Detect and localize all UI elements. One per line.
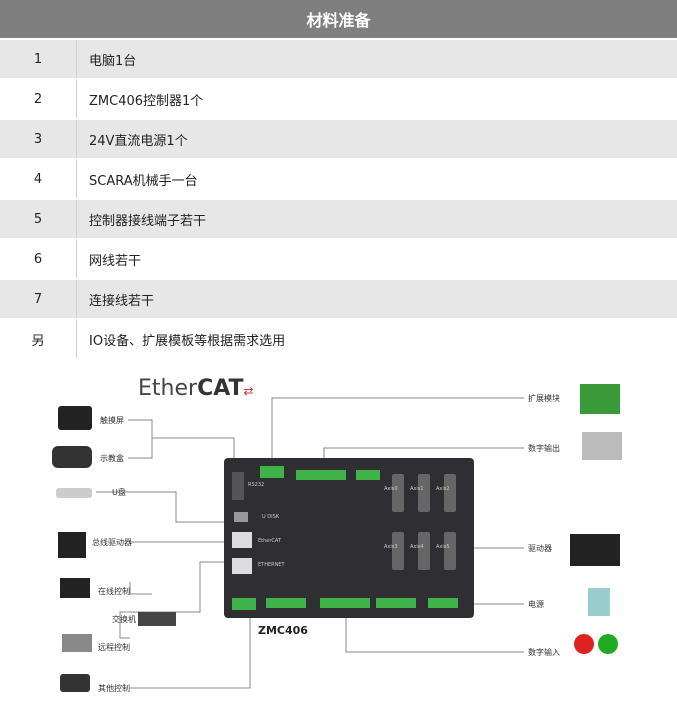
row-item: 连接线若干 bbox=[89, 293, 155, 309]
row-number: 6 bbox=[0, 240, 77, 278]
ethercat-logo: EtherCAT⇄ bbox=[138, 376, 254, 401]
row-number: 1 bbox=[0, 40, 77, 78]
label-switch: 交换机 bbox=[112, 615, 136, 624]
label-touch: 触摸屏 bbox=[100, 416, 124, 425]
wiring-diagram: EtherCAT⇄ bbox=[0, 362, 677, 708]
port-ethercat: EtherCAT bbox=[258, 538, 281, 544]
port-udisk: U DISK bbox=[262, 514, 280, 520]
port-axis2: Axis2 bbox=[436, 486, 450, 492]
model-label: ZMC406 bbox=[258, 624, 308, 637]
port-axis0: Axis0 bbox=[384, 486, 398, 492]
label-drive: 驱动器 bbox=[528, 544, 552, 553]
table-row: 4 SCARA机械手一台 bbox=[0, 160, 677, 200]
label-other: 其他控制 bbox=[98, 684, 130, 693]
row-number: 7 bbox=[0, 280, 77, 318]
port-axis1: Axis1 bbox=[410, 486, 424, 492]
row-item: SCARA机械手一台 bbox=[89, 173, 198, 189]
row-item: 网线若干 bbox=[89, 253, 142, 269]
port-ethernet: ETHERNET bbox=[258, 562, 285, 568]
row-item: 控制器接线端子若干 bbox=[89, 213, 207, 229]
label-udisk: U盘 bbox=[112, 488, 126, 497]
row-number: 4 bbox=[0, 160, 77, 198]
row-item: IO设备、扩展模板等根据需求选用 bbox=[89, 333, 286, 349]
table-row: 3 24V直流电源1个 bbox=[0, 120, 677, 160]
label-online: 在线控制 bbox=[98, 587, 130, 596]
label-remote: 远程控制 bbox=[98, 643, 130, 652]
row-number: 2 bbox=[0, 80, 77, 118]
row-item: 电脑1台 bbox=[89, 53, 137, 69]
label-expansion: 扩展模块 bbox=[528, 394, 560, 403]
row-item: ZMC406控制器1个 bbox=[89, 93, 204, 109]
label-dout: 数字输出 bbox=[528, 444, 560, 453]
port-axis3: Axis3 bbox=[384, 544, 398, 550]
table-row: 6 网线若干 bbox=[0, 240, 677, 280]
row-number: 另 bbox=[0, 320, 77, 358]
table-title: 材料准备 bbox=[0, 0, 677, 40]
label-power: 电源 bbox=[528, 600, 544, 609]
table-row: 2 ZMC406控制器1个 bbox=[0, 80, 677, 120]
port-axis5: Axis5 bbox=[436, 544, 450, 550]
table-row: 7 连接线若干 bbox=[0, 280, 677, 320]
port-axis4: Axis4 bbox=[410, 544, 424, 550]
table-row: 另 IO设备、扩展模板等根据需求选用 bbox=[0, 320, 677, 360]
table-row: 5 控制器接线端子若干 bbox=[0, 200, 677, 240]
row-item: 24V直流电源1个 bbox=[89, 133, 188, 149]
row-number: 5 bbox=[0, 200, 77, 238]
label-pendant: 示教盒 bbox=[100, 454, 124, 463]
table-row: 1 电脑1台 bbox=[0, 40, 677, 80]
row-number: 3 bbox=[0, 120, 77, 158]
label-bus-drive: 总线驱动器 bbox=[92, 538, 132, 547]
connection-lines bbox=[52, 384, 622, 692]
materials-table: 材料准备 1 电脑1台 2 ZMC406控制器1个 3 24V直流电源1个 4 … bbox=[0, 0, 677, 360]
port-rs232: RS232 bbox=[248, 482, 265, 488]
label-din: 数字输入 bbox=[528, 648, 560, 657]
